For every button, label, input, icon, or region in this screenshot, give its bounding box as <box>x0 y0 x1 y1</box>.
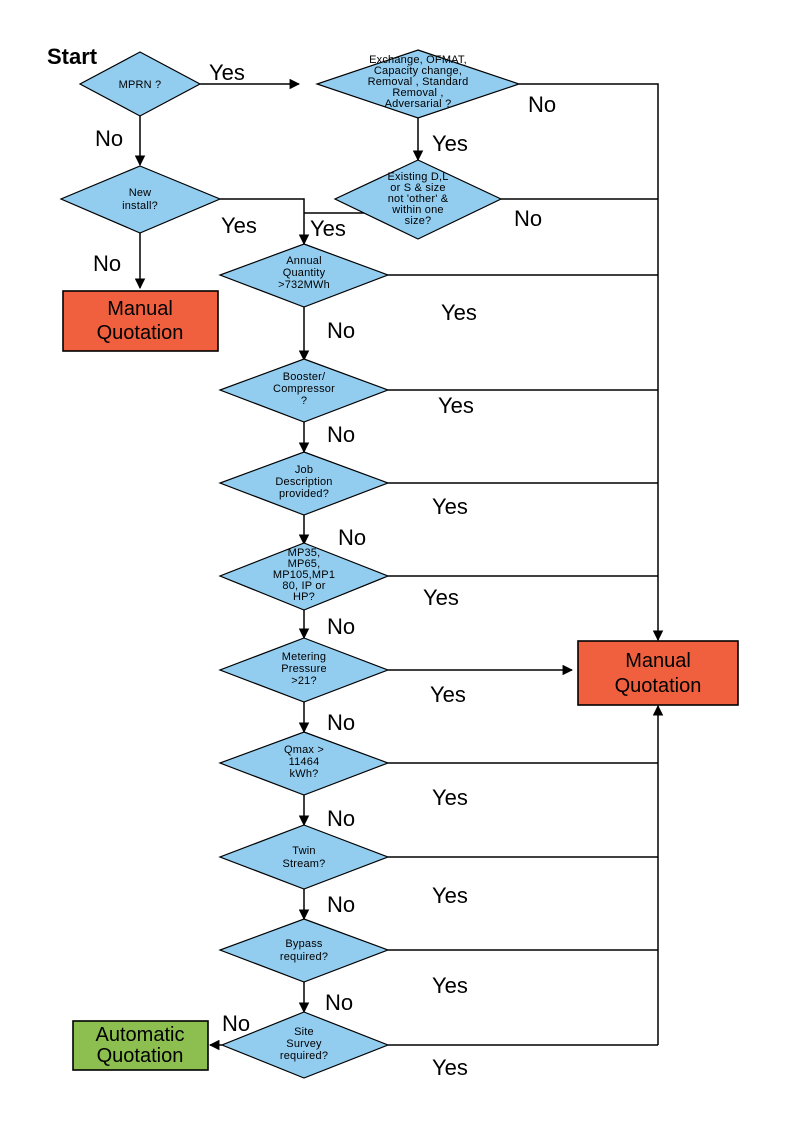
edge-labels: Start Yes No No Yes Yes No No Yes Yes No… <box>47 44 556 1080</box>
decision-twin-line-0: Twin <box>292 845 315 857</box>
label-existing-no: No <box>514 206 542 231</box>
terminal-automatic-line-1: Quotation <box>97 1045 184 1067</box>
decision-metering-pressure[interactable]: Metering Pressure >21? <box>218 637 390 703</box>
label-booster-no: No <box>327 422 355 447</box>
decision-pressure-line-0: Metering <box>282 651 326 663</box>
decision-job-line-2: provided? <box>279 488 329 500</box>
decision-exchange-line-4: Adversarial ? <box>385 98 452 110</box>
terminal-manual-left-line-0: Manual <box>107 298 173 320</box>
decision-qmax[interactable]: Qmax > 11464 kWh? <box>218 731 390 796</box>
terminal-manual-right-line-0: Manual <box>625 650 691 672</box>
decision-booster-line-0: Booster/ <box>283 371 326 383</box>
decision-qmax-line-2: kWh? <box>290 768 319 780</box>
decision-exchange-line-1: Capacity change, <box>374 65 462 77</box>
label-newinstall-no: No <box>93 251 121 276</box>
label-existing-yes: Yes <box>310 216 346 241</box>
label-job-no: No <box>338 525 366 550</box>
terminal-manual-quotation-left[interactable]: Manual Quotation <box>62 290 219 352</box>
decision-new-install[interactable]: New install? <box>59 165 222 234</box>
label-qmax-no: No <box>327 806 355 831</box>
decision-metertype-line-1: MP65, <box>288 558 321 570</box>
terminal-automatic-line-0: Automatic <box>96 1024 185 1046</box>
decision-bypass-line-0: Bypass <box>285 938 323 950</box>
decision-existing-line-1: or S & size <box>390 182 445 194</box>
decision-new-install-line-1: install? <box>122 200 158 212</box>
decision-existing-line-0: Existing D,L <box>387 171 448 183</box>
decision-metertype-line-2: MP105,MP1 <box>273 569 335 581</box>
label-metertype-no: No <box>327 614 355 639</box>
label-annual-yes: Yes <box>441 300 477 325</box>
label-exchange-yes: Yes <box>432 131 468 156</box>
terminal-manual-quotation-right[interactable]: Manual Quotation <box>577 640 739 706</box>
label-metertype-yes: Yes <box>423 585 459 610</box>
decision-twin-line-1: Stream? <box>283 858 326 870</box>
edge-exchange-no <box>519 83 664 642</box>
decision-mprn[interactable]: MPRN ? <box>78 51 202 117</box>
decision-qmax-line-1: 11464 <box>289 756 320 768</box>
decision-meter-type[interactable]: MP35, MP65, MP105,MP1 80, IP or HP? <box>218 542 390 611</box>
label-sitesurvey-yes: Yes <box>432 1055 468 1080</box>
decision-annual-quantity[interactable]: Annual Quantity >732MWh <box>218 243 390 308</box>
decision-metertype-line-0: MP35, <box>288 547 321 559</box>
edge-newinstall-yes <box>220 198 310 246</box>
decision-existing-line-2: not 'other' & <box>388 193 449 205</box>
decision-booster-line-2: ? <box>301 395 307 407</box>
terminal-manual-left-line-1: Quotation <box>97 322 184 344</box>
decision-exchange[interactable]: Exchange, OFMAT, Capacity change, Remova… <box>315 49 521 119</box>
label-bypass-yes: Yes <box>432 973 468 998</box>
label-twin-no: No <box>327 892 355 917</box>
decision-exchange-line-2: Removal , Standard <box>368 76 469 88</box>
decision-sitesurvey-line-0: Site <box>294 1026 314 1038</box>
decision-annual-line-1: Quantity <box>283 267 326 279</box>
terminal-automatic-quotation[interactable]: Automatic Quotation <box>72 1020 209 1071</box>
label-booster-yes: Yes <box>438 393 474 418</box>
decision-job-description[interactable]: Job Description provided? <box>218 451 390 516</box>
label-pressure-no: No <box>327 710 355 735</box>
decision-annual-line-0: Annual <box>286 255 321 267</box>
label-bypass-no: No <box>325 990 353 1015</box>
label-job-yes: Yes <box>432 494 468 519</box>
decision-metertype-line-4: HP? <box>293 591 315 603</box>
decision-site-survey[interactable]: Site Survey required? <box>220 1011 390 1079</box>
decision-metertype-line-3: 80, IP or <box>282 580 325 592</box>
decision-exchange-line-0: Exchange, OFMAT, <box>369 54 467 66</box>
decision-twin-stream[interactable]: Twin Stream? <box>218 824 390 890</box>
decision-sitesurvey-line-1: Survey <box>286 1038 322 1050</box>
decision-exchange-line-3: Removal , <box>392 87 443 99</box>
label-annual-no: No <box>327 318 355 343</box>
decision-mprn-line-0: MPRN ? <box>119 79 162 91</box>
label-mprn-yes: Yes <box>209 60 245 85</box>
label-sitesurvey-no: No <box>222 1011 250 1036</box>
start-label: Start <box>47 44 98 69</box>
decision-bypass[interactable]: Bypass required? <box>218 918 390 983</box>
decision-pressure-line-1: Pressure <box>281 663 327 675</box>
decision-sitesurvey-line-2: required? <box>280 1050 328 1062</box>
decision-job-line-1: Description <box>275 476 332 488</box>
label-exchange-no: No <box>528 92 556 117</box>
decision-qmax-line-0: Qmax > <box>284 744 324 756</box>
decision-existing-line-3: within one <box>391 204 444 216</box>
label-mprn-no: No <box>95 126 123 151</box>
terminal-manual-right-line-1: Quotation <box>615 675 702 697</box>
connectors <box>134 78 664 1051</box>
decision-pressure-line-2: >21? <box>291 675 317 687</box>
decision-bypass-line-1: required? <box>280 951 328 963</box>
decision-new-install-line-0: New <box>129 187 152 199</box>
decision-existing-dls[interactable]: Existing D,L or S & size not 'other' & w… <box>333 159 503 240</box>
label-pressure-yes: Yes <box>430 682 466 707</box>
label-twin-yes: Yes <box>432 883 468 908</box>
label-newinstall-yes: Yes <box>221 213 257 238</box>
decision-booster-line-1: Compressor <box>273 383 335 395</box>
decision-job-line-0: Job <box>295 464 313 476</box>
decision-annual-line-2: >732MWh <box>278 279 330 291</box>
label-qmax-yes: Yes <box>432 785 468 810</box>
decision-existing-line-4: size? <box>405 215 432 227</box>
decision-booster-compressor[interactable]: Booster/ Compressor ? <box>218 358 390 423</box>
